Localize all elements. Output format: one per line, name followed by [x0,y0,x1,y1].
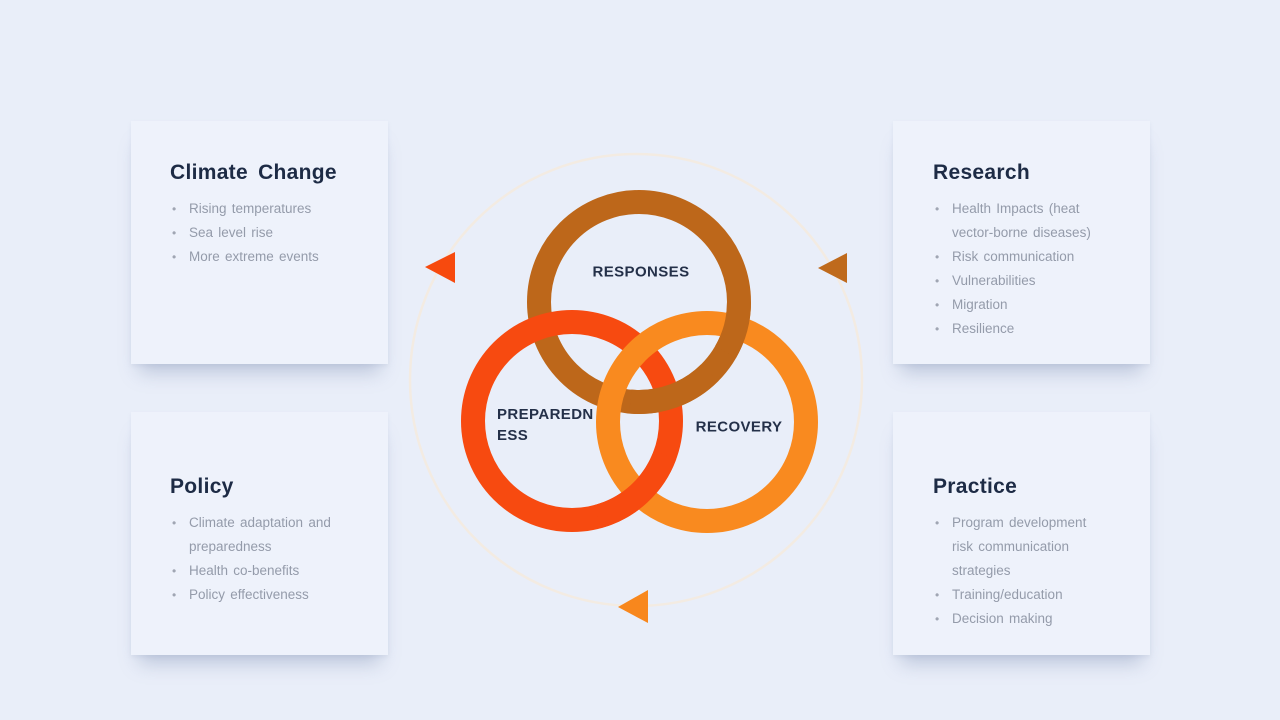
cycle-arrow-right-icon [818,253,847,283]
card-climate-change: Climate Change Rising temperatures Sea l… [131,121,388,364]
bullet-item: Risk communication [933,245,1102,269]
responses-ring-overlap-2 [715,301,751,358]
bullet-item: Health co-benefits [170,559,339,583]
recovery-ring [596,311,818,533]
bullet-item: Climate adaptation and preparedness [170,511,339,559]
card-research: Research Health Impacts (heat vector-bor… [893,121,1150,364]
card-bullet-list: Health Impacts (heat vector-borne diseas… [933,197,1132,341]
bullet-item: Program development risk communication s… [933,511,1102,583]
card-title: Research [933,161,1030,184]
card-title: Practice [933,475,1018,498]
card-bullet-list: Rising temperatures Sea level rise More … [170,197,370,269]
bullet-item: Resilience [933,317,1102,341]
bullet-item: Rising temperatures [170,197,339,221]
card-policy: Policy Climate adaptation and preparedne… [131,412,388,655]
bullet-item: Health Impacts (heat vector-borne diseas… [933,197,1102,245]
preparedness-label: PREPAREDN ESS [497,406,594,444]
cycle-arrow-bottom-icon [618,590,648,623]
card-title: Policy [170,475,234,498]
bullet-item: Vulnerabilities [933,269,1102,293]
bullet-item: Migration [933,293,1102,317]
preparedness-ring [461,310,683,532]
responses-label: RESPONSES [592,263,690,281]
preparedness-ring-overlap [594,450,677,529]
card-title: Climate Change [170,161,337,184]
recovery-label: RECOVERY [695,418,783,436]
card-bullet-list: Program development risk communication s… [933,511,1132,631]
bullet-item: More extreme events [170,245,339,269]
bullet-item: Training/education [933,583,1102,607]
bullet-item: Decision making [933,607,1102,631]
bullet-item: Sea level rise [170,221,339,245]
cycle-arrow-left-icon [425,252,455,283]
card-bullet-list: Climate adaptation and preparedness Heal… [170,511,370,607]
responses-ring-overlap [629,363,719,414]
card-practice: Practice Program development risk commun… [893,412,1150,655]
bullet-item: Policy effectiveness [170,583,339,607]
